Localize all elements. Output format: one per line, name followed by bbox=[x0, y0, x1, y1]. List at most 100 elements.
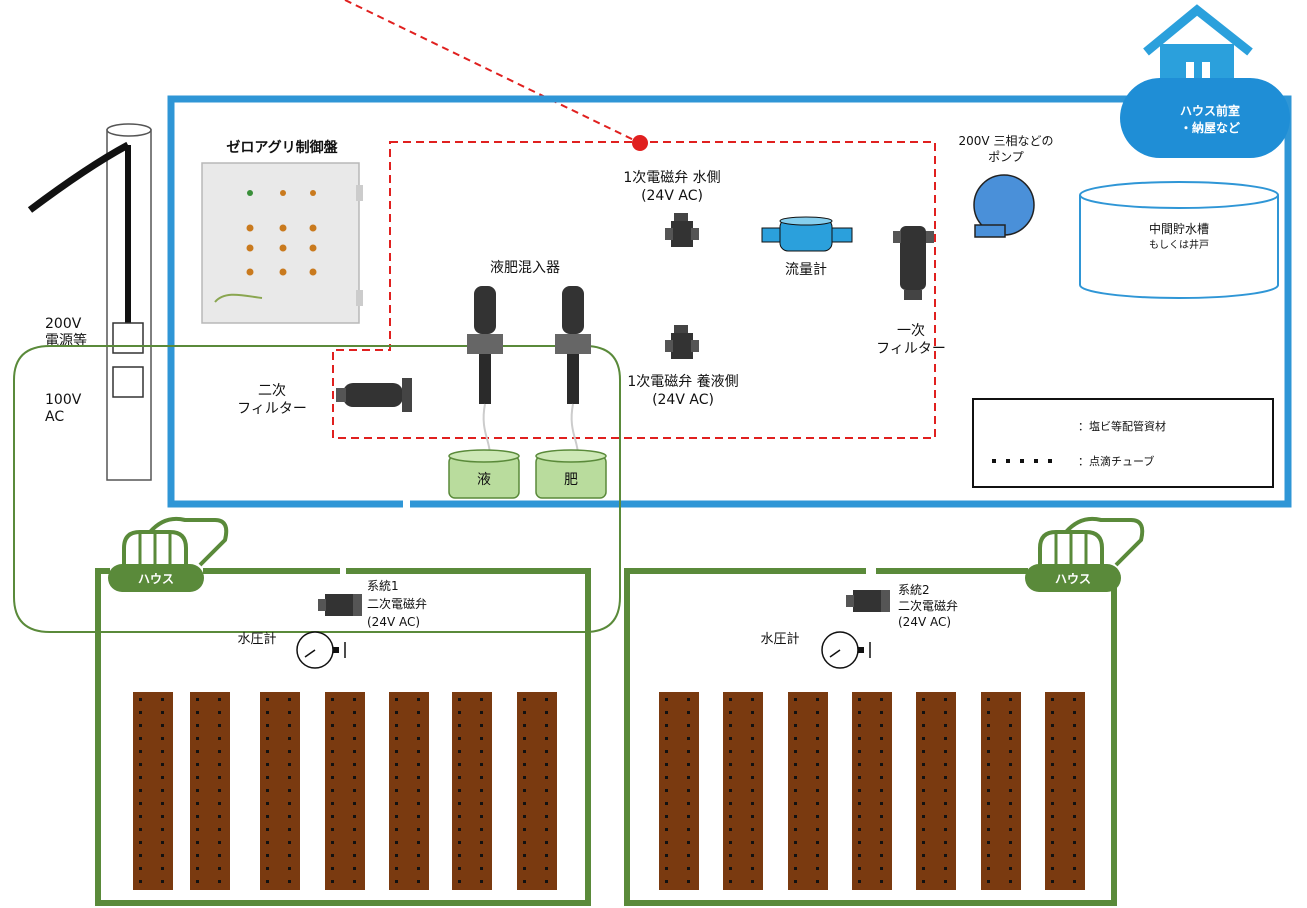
drip-dot bbox=[816, 841, 819, 844]
drip-dot bbox=[794, 750, 797, 753]
drip-dot bbox=[417, 815, 420, 818]
drip-dot bbox=[161, 763, 164, 766]
drip-dot bbox=[458, 854, 461, 857]
drip-dot bbox=[353, 750, 356, 753]
pressure-left-label: 水圧計 bbox=[237, 631, 276, 647]
drip-dot bbox=[944, 763, 947, 766]
drip-dot bbox=[922, 737, 925, 740]
drip-dot bbox=[288, 763, 291, 766]
drip-dot bbox=[944, 815, 947, 818]
house-badge-right: ハウス bbox=[1025, 564, 1121, 592]
drip-dot bbox=[480, 854, 483, 857]
drip-dot bbox=[816, 867, 819, 870]
drip-dot bbox=[922, 711, 925, 714]
drip-dot bbox=[1009, 724, 1012, 727]
drip-dot bbox=[458, 737, 461, 740]
drip-dot bbox=[288, 724, 291, 727]
drip-dot bbox=[545, 776, 548, 779]
drip-dot bbox=[480, 828, 483, 831]
drip-dot bbox=[161, 789, 164, 792]
drip-dot bbox=[417, 698, 420, 701]
drip-dot bbox=[395, 802, 398, 805]
drip-dot bbox=[196, 867, 199, 870]
drip-dot bbox=[395, 841, 398, 844]
drip-dot bbox=[922, 841, 925, 844]
drip-dot bbox=[353, 789, 356, 792]
drip-dot bbox=[729, 737, 732, 740]
drip-dot bbox=[751, 737, 754, 740]
drip-dot bbox=[523, 698, 526, 701]
drip-dot bbox=[139, 880, 142, 883]
drip-dot bbox=[880, 763, 883, 766]
drip-dot bbox=[196, 750, 199, 753]
drip-dot bbox=[880, 698, 883, 701]
drip-dot bbox=[139, 789, 142, 792]
soil-beds bbox=[133, 692, 1085, 890]
valve-nutrient-line1: 1次電磁弁 養液側 bbox=[627, 373, 738, 390]
utility-pole-icon bbox=[27, 123, 152, 481]
drip-dot bbox=[395, 867, 398, 870]
drip-dot bbox=[417, 711, 420, 714]
drip-dot bbox=[196, 698, 199, 701]
drip-dot bbox=[480, 750, 483, 753]
drip-dot bbox=[523, 724, 526, 727]
drip-dot bbox=[395, 750, 398, 753]
drip-dot bbox=[922, 880, 925, 883]
drip-dot bbox=[751, 880, 754, 883]
drip-dot bbox=[331, 828, 334, 831]
drip-dot bbox=[729, 828, 732, 831]
secondary-filter-icon bbox=[336, 378, 412, 412]
drip-dot bbox=[395, 724, 398, 727]
drip-dot bbox=[816, 750, 819, 753]
drip-dot bbox=[458, 763, 461, 766]
drip-dot bbox=[1051, 737, 1054, 740]
drip-dot bbox=[687, 867, 690, 870]
drip-dot bbox=[751, 802, 754, 805]
drip-dot bbox=[687, 854, 690, 857]
drip-dot bbox=[858, 750, 861, 753]
drip-dot bbox=[331, 698, 334, 701]
drip-dot bbox=[218, 815, 221, 818]
drip-dot bbox=[922, 789, 925, 792]
drip-dot bbox=[196, 828, 199, 831]
drip-dot bbox=[480, 789, 483, 792]
drip-dot bbox=[218, 841, 221, 844]
valve-nutrient-line2: (24V AC) bbox=[652, 392, 714, 408]
drip-dot bbox=[139, 854, 142, 857]
drip-dot bbox=[266, 750, 269, 753]
drip-dot bbox=[266, 815, 269, 818]
drip-dot bbox=[922, 698, 925, 701]
drip-dot bbox=[353, 802, 356, 805]
drip-dot bbox=[161, 841, 164, 844]
drip-dot bbox=[1073, 776, 1076, 779]
drip-dot bbox=[266, 711, 269, 714]
drip-dot bbox=[353, 854, 356, 857]
drip-dot bbox=[458, 815, 461, 818]
drip-dot bbox=[794, 867, 797, 870]
drip-dot bbox=[880, 828, 883, 831]
drip-dot bbox=[480, 880, 483, 883]
drip-dot bbox=[266, 841, 269, 844]
drip-dot bbox=[751, 789, 754, 792]
drip-dot bbox=[161, 880, 164, 883]
drip-dot bbox=[523, 737, 526, 740]
drip-dot bbox=[458, 724, 461, 727]
power-100v-line2: AC bbox=[45, 409, 64, 425]
drip-dot bbox=[523, 802, 526, 805]
drip-dot bbox=[480, 737, 483, 740]
drip-dot bbox=[331, 776, 334, 779]
drip-dot bbox=[417, 789, 420, 792]
solenoid-valve-icon bbox=[665, 325, 699, 359]
drip-dot bbox=[523, 776, 526, 779]
drip-dot bbox=[353, 776, 356, 779]
power-100v-line1: 100V bbox=[45, 392, 82, 408]
drip-dot bbox=[665, 815, 668, 818]
drip-dot bbox=[395, 815, 398, 818]
drip-dot bbox=[458, 867, 461, 870]
drip-dot bbox=[1051, 802, 1054, 805]
drip-dot bbox=[288, 776, 291, 779]
drip-dot bbox=[331, 880, 334, 883]
drip-dot bbox=[922, 750, 925, 753]
tank-fertilizer-label: 肥 bbox=[564, 472, 578, 488]
